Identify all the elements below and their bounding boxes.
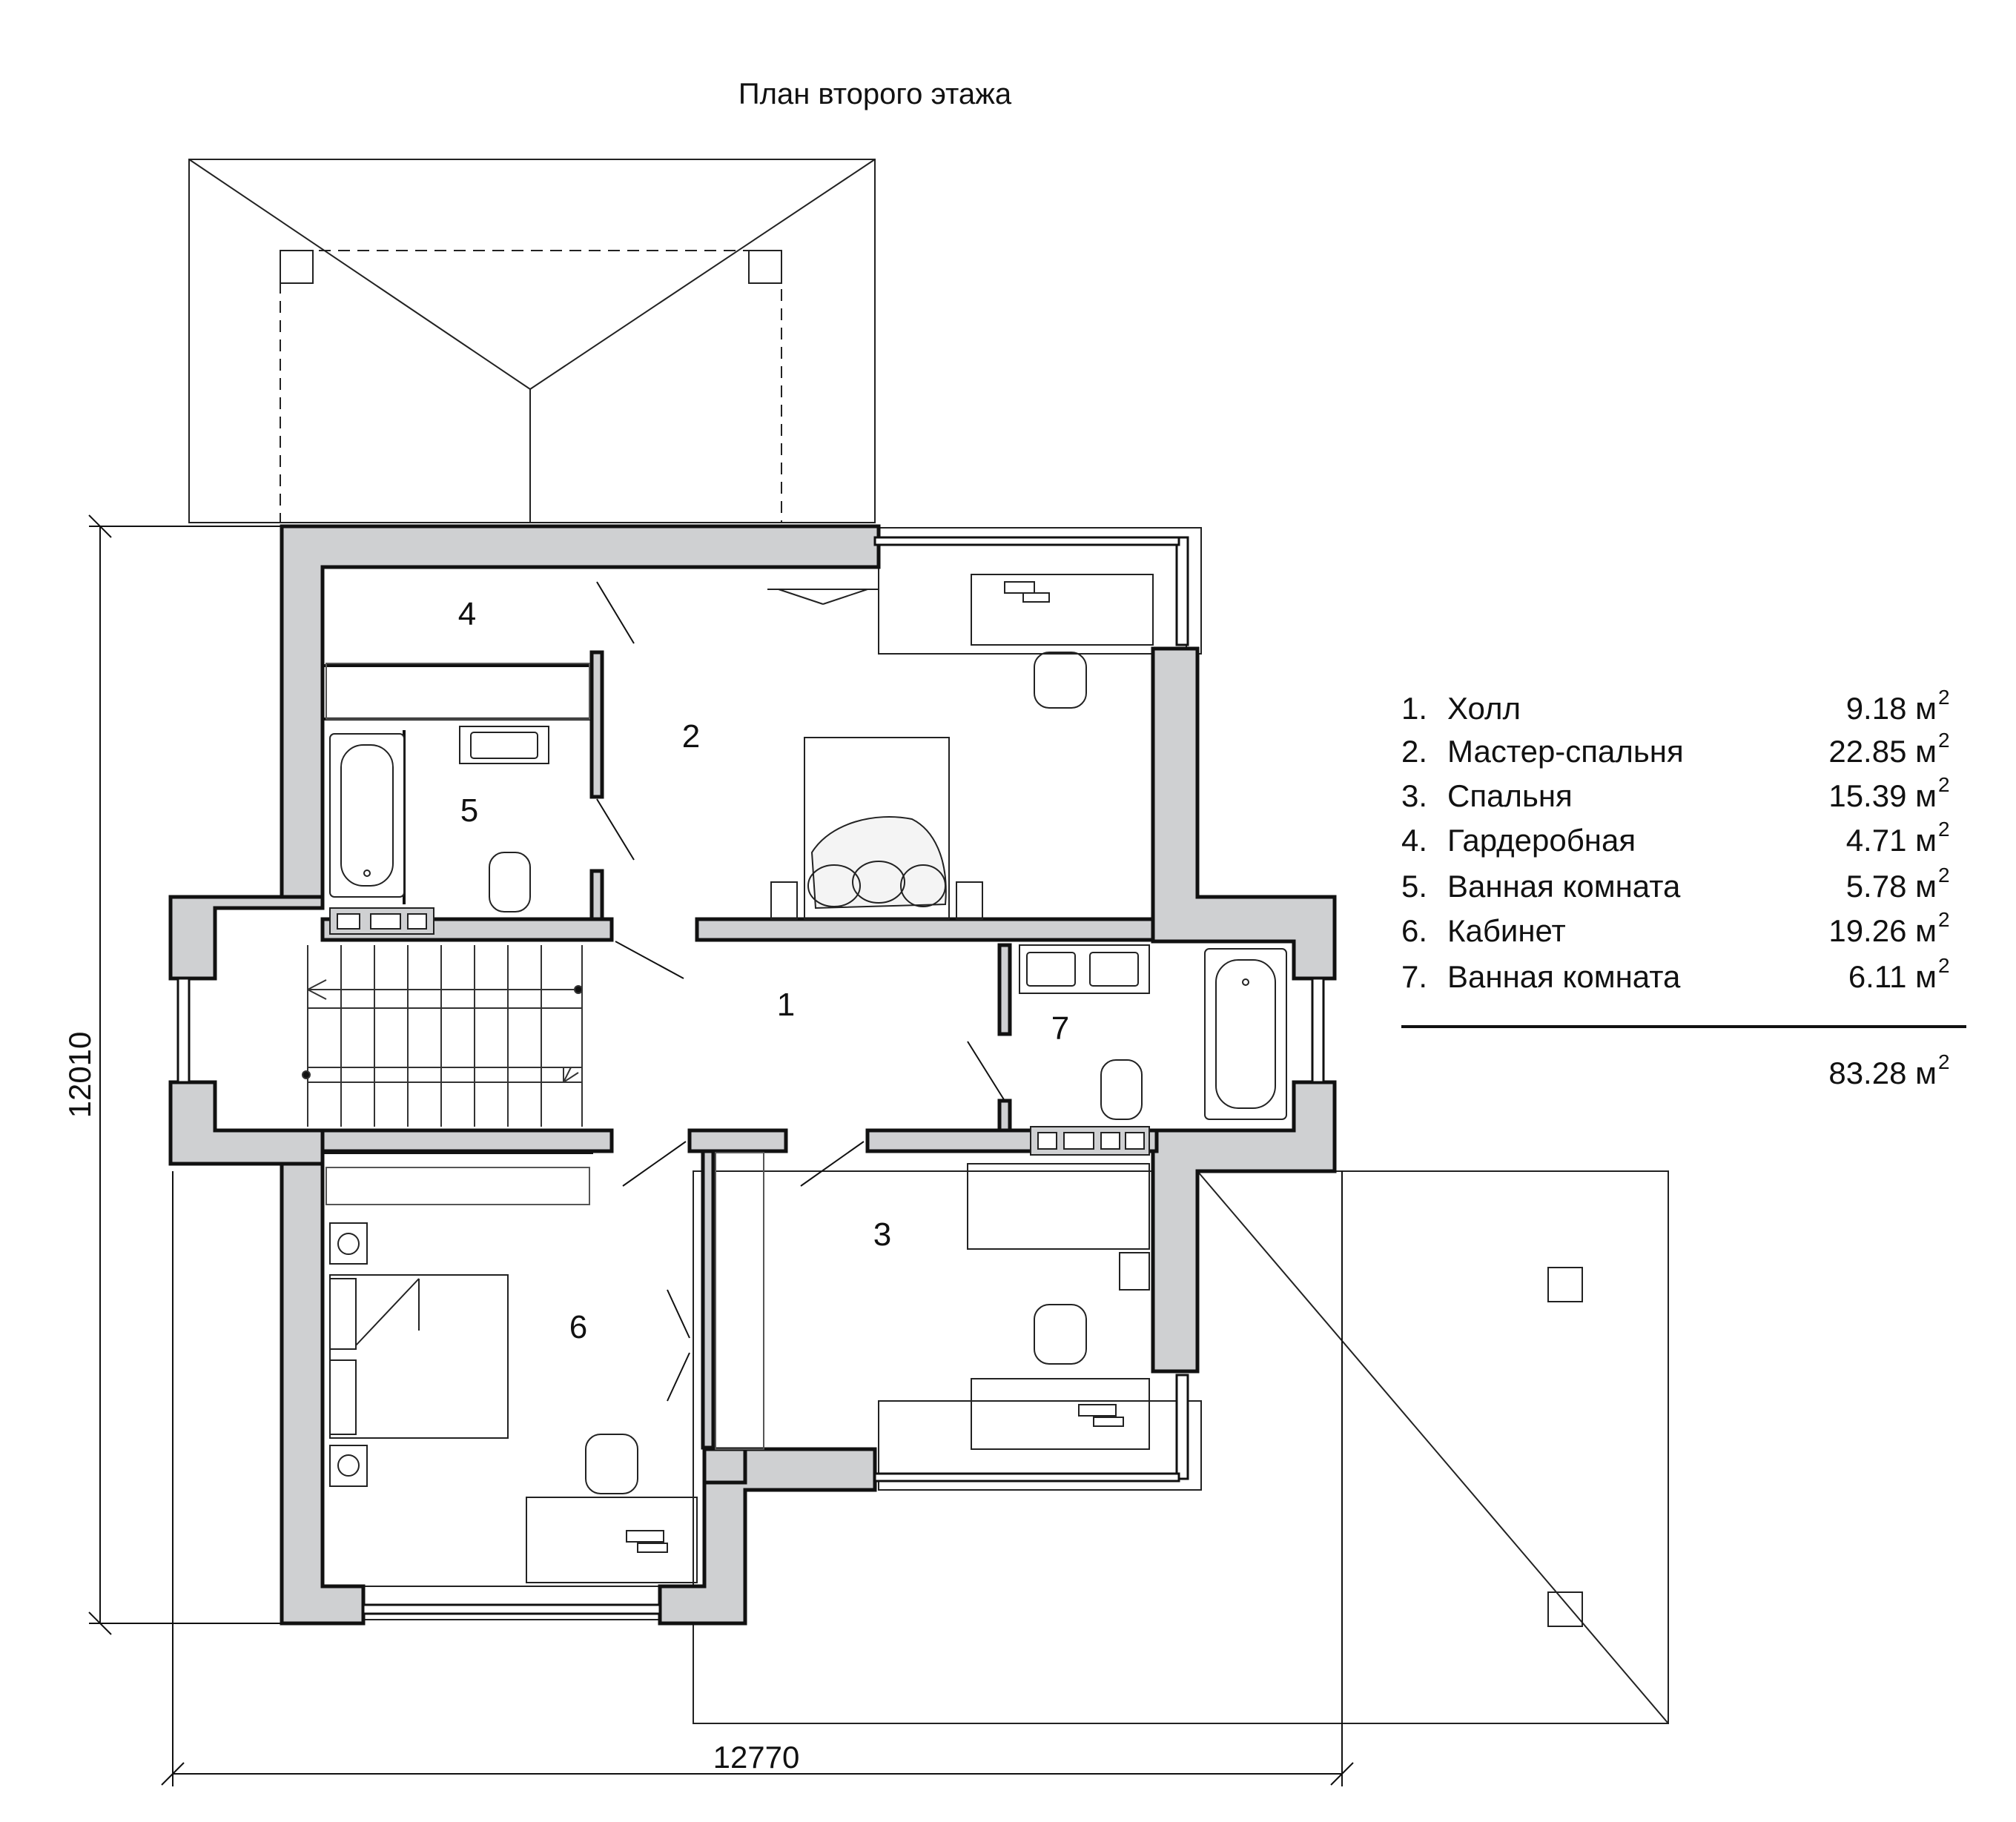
room-label-3: 3 <box>873 1216 891 1253</box>
room-label-5: 5 <box>460 792 478 829</box>
legend-row: 1. Холл 9.18 м 2 <box>1401 686 1950 726</box>
legend-area: 5.78 м <box>1846 869 1937 904</box>
wardrobe-shelves <box>325 663 764 1450</box>
dimension-height: 12010 <box>62 1032 97 1119</box>
legend-unit-sup: 2 <box>1938 1050 1950 1073</box>
legend-room-name: Холл <box>1447 691 1521 726</box>
legend-area: 19.26 м <box>1828 913 1937 948</box>
dimension-lines <box>88 514 1354 1786</box>
room-label-6: 6 <box>569 1309 587 1345</box>
room-3-furniture <box>967 1163 1150 1450</box>
legend-num: 5. <box>1401 869 1427 904</box>
legend-total: 83.28 м <box>1828 1056 1937 1090</box>
legend-unit-sup: 2 <box>1938 954 1950 977</box>
legend-area: 6.11 м <box>1848 959 1937 994</box>
roof-north <box>188 159 876 523</box>
legend-unit-sup: 2 <box>1938 686 1950 709</box>
door-swings <box>596 581 1005 1402</box>
legend-room-name: Кабинет <box>1447 913 1566 948</box>
legend-room-name: Мастер-спальня <box>1447 734 1684 769</box>
legend-area: 15.39 м <box>1828 778 1937 813</box>
staircase <box>302 945 583 1127</box>
legend-room-name: Спальня <box>1447 778 1573 813</box>
dimension-width: 12770 <box>713 1740 800 1775</box>
legend-row: 7. Ванная комната 6.11 м 2 <box>1401 954 1950 994</box>
windows <box>176 536 1325 1615</box>
legend-total-row: 83.28 м 2 <box>1828 1050 1949 1090</box>
legend-room-name: Ванная комната <box>1447 869 1681 904</box>
legend-row: 4. Гардеробная 4.71 м 2 <box>1401 818 1950 858</box>
legend-area: 4.71 м <box>1846 823 1937 858</box>
area-legend: 1. Холл 9.18 м 2 2. Мастер-спальня 22.85… <box>1401 686 1966 1090</box>
bathroom-5-fixtures <box>329 726 549 935</box>
walls <box>168 524 1337 1626</box>
legend-area: 9.18 м <box>1846 691 1937 726</box>
legend-row: 3. Спальня 15.39 м 2 <box>1401 773 1950 813</box>
room-2-furniture <box>767 574 1154 920</box>
room-label-2: 2 <box>682 718 700 755</box>
legend-row: 6. Кабинет 19.26 м 2 <box>1401 908 1950 948</box>
legend-unit-sup: 2 <box>1938 908 1950 931</box>
legend-room-name: Ванная комната <box>1447 959 1681 994</box>
legend-num: 1. <box>1401 691 1427 726</box>
legend-unit-sup: 2 <box>1938 729 1950 752</box>
room-numbers: 1 2 3 4 5 6 7 <box>458 596 1069 1345</box>
legend-num: 4. <box>1401 823 1427 858</box>
bathroom-7-fixtures <box>1019 944 1287 1156</box>
legend-row: 5. Ванная комната 5.78 м 2 <box>1401 864 1950 904</box>
legend-unit-sup: 2 <box>1938 818 1950 841</box>
plan-title: План второго этажа <box>738 78 1012 110</box>
legend-area: 22.85 м <box>1828 734 1937 769</box>
legend-unit-sup: 2 <box>1938 773 1950 796</box>
room-6-furniture <box>329 1222 698 1583</box>
legend-num: 2. <box>1401 734 1427 769</box>
legend-row: 2. Мастер-спальня 22.85 м 2 <box>1401 729 1950 769</box>
legend-num: 6. <box>1401 913 1427 948</box>
room-label-4: 4 <box>458 596 476 632</box>
legend-num: 3. <box>1401 778 1427 813</box>
legend-num: 7. <box>1401 959 1427 994</box>
room-label-1: 1 <box>777 987 795 1023</box>
legend-room-name: Гардеробная <box>1447 823 1636 858</box>
room-label-7: 7 <box>1051 1010 1069 1047</box>
legend-unit-sup: 2 <box>1938 864 1950 887</box>
